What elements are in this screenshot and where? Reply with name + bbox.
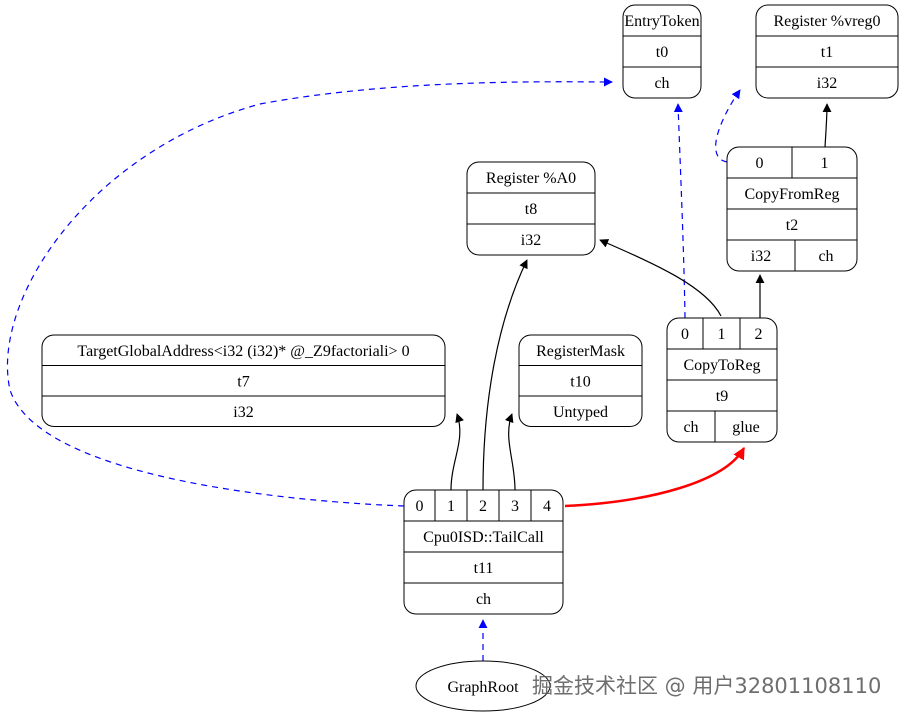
copyfromreg-port-1: ch <box>818 248 833 265</box>
entrytoken-node: EntryToken t0 ch <box>622 4 702 99</box>
entrytoken-field-0: EntryToken <box>624 13 699 30</box>
register-vreg0-field-2: i32 <box>817 75 837 92</box>
copyfromreg-port-1: 1 <box>821 155 829 172</box>
edge-copyfromreg-port-1-to-register-vreg0 <box>822 103 832 148</box>
register-vreg0-field-0: Register %vreg0 <box>773 13 880 30</box>
tailcall-port-0: 0 <box>416 498 424 515</box>
copyfromreg-port-0: i32 <box>751 248 771 265</box>
register-a0-field-1: t8 <box>525 201 537 218</box>
edge-copyfromreg-port-0-to-entrytoken-ch <box>715 89 741 163</box>
copytoreg-port-1: 1 <box>718 326 726 343</box>
tailcall-port-2: 2 <box>479 498 487 515</box>
copyfromreg-field-2: t2 <box>786 217 798 234</box>
copytoreg-field-2: t9 <box>716 388 728 405</box>
targetglobaladdress-field-0: TargetGlobalAddress<i32 (i32)* @_Z9facto… <box>77 343 409 360</box>
tailcall-port-3: 3 <box>511 498 519 515</box>
tailcall-field-1: Cpu0ISD::TailCall <box>423 529 544 546</box>
tailcall-port-4: 4 <box>543 498 551 515</box>
copytoreg-port-0: ch <box>683 419 698 436</box>
edge-copytoreg-port-1-to-register-a0 <box>599 239 722 317</box>
register-vreg0-field-1: t1 <box>821 44 833 61</box>
edge-tailcall-port-1-to-targetglobaladdress <box>450 413 464 491</box>
entrytoken-field-2: ch <box>654 75 669 92</box>
edge-tailcall-port-2-to-register-a0 <box>482 259 528 491</box>
targetglobaladdress-field-1: t7 <box>237 373 249 390</box>
targetglobaladdress-field-2: i32 <box>233 404 253 421</box>
copytoreg-port-2: 2 <box>755 326 763 343</box>
register-a0-node: Register %A0 t8 i32 <box>466 161 596 256</box>
registermask-field-2: Untyped <box>553 404 608 421</box>
entrytoken-field-1: t0 <box>656 44 668 61</box>
copyfromreg-field-1: CopyFromReg <box>744 186 839 203</box>
edge-tailcall-port-4-to-copytoreg-glue <box>564 446 746 508</box>
registermask-field-1: t10 <box>570 373 590 390</box>
tailcall-port-1: 1 <box>447 498 455 515</box>
graphroot-label: GraphRoot <box>447 679 519 696</box>
tailcall-field-2: t11 <box>474 560 494 577</box>
graphroot-node: GraphRoot <box>415 660 551 712</box>
tailcall-field-3: ch <box>476 591 491 608</box>
edge-tailcall-port-3-to-registermask <box>504 413 516 491</box>
registermask-field-0: RegisterMask <box>536 343 625 360</box>
targetglobaladdress-node: TargetGlobalAddress<i32 (i32)* @_Z9facto… <box>41 334 446 427</box>
copytoreg-field-1: CopyToReg <box>683 357 760 374</box>
register-vreg0-node: Register %vreg0 t1 i32 <box>755 4 899 99</box>
edge-copytoreg-port-0-to-entrytoken-ch <box>673 103 686 319</box>
register-a0-field-2: i32 <box>521 232 541 249</box>
copytoreg-port-1: glue <box>732 419 760 436</box>
copyfromreg-port-0: 0 <box>756 155 764 172</box>
register-a0-field-0: Register %A0 <box>486 170 576 187</box>
watermark: 掘金技术社区 @ 用户3280110811​0 <box>532 674 882 698</box>
copytoreg-port-0: 0 <box>681 326 689 343</box>
edge-tailcall-port-0-to-entrytoken-ch <box>6 77 613 507</box>
